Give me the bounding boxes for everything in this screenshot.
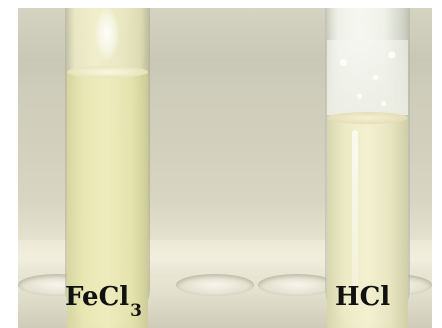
tube-highlight <box>352 130 358 300</box>
hcl-meniscus <box>327 112 408 124</box>
fecl3-meniscus <box>67 66 148 78</box>
image-border-top <box>0 0 442 8</box>
fecl3-label: FeCl3 <box>65 282 142 320</box>
hcl-label: HCl <box>335 282 391 312</box>
rack-hole <box>176 274 254 296</box>
hcl-froth <box>327 40 408 115</box>
rack-hole <box>258 274 336 296</box>
image-border-left <box>0 0 18 328</box>
image-border-right <box>432 0 442 328</box>
hcl-solution <box>327 118 408 328</box>
tube-glare <box>95 8 119 60</box>
fecl3-label-subscript: 3 <box>130 301 142 321</box>
fecl3-label-main: FeCl <box>65 282 130 312</box>
fecl3-solution <box>67 72 148 328</box>
